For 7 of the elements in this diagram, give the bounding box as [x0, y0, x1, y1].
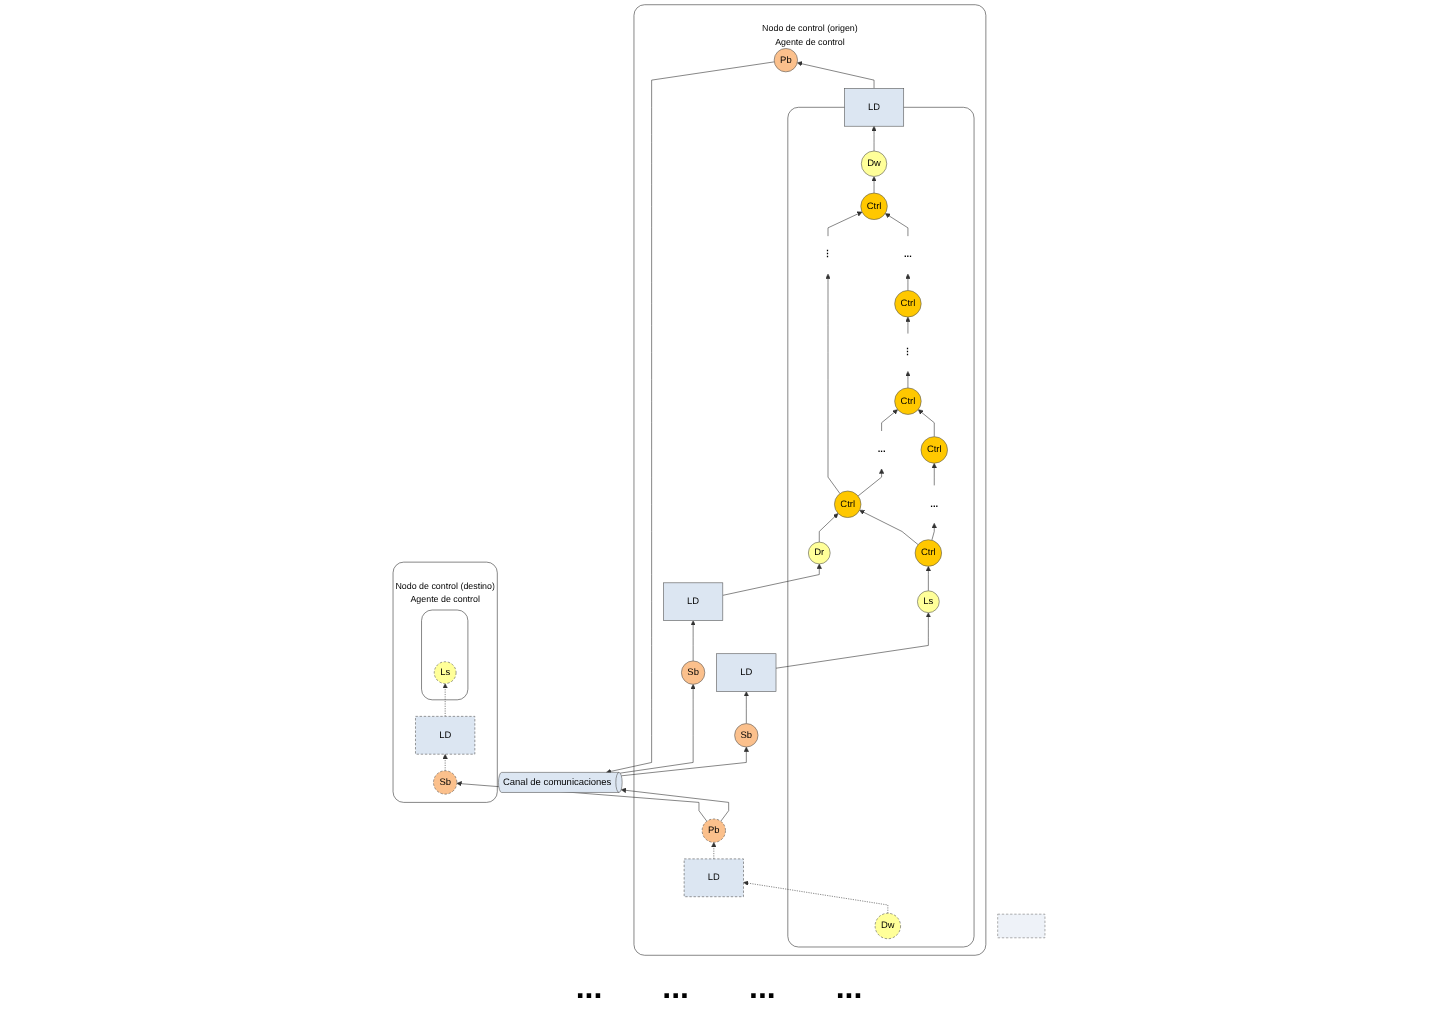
ellipsis-text: ... — [835, 972, 863, 1008]
cluster — [787, 107, 975, 948]
node-bar — [997, 913, 1046, 939]
ellipsis-text: ... — [749, 972, 776, 1008]
ellipsis-text: ... — [575, 972, 603, 1008]
ellipsis-text: ... — [662, 972, 689, 1008]
cluster — [421, 609, 469, 701]
